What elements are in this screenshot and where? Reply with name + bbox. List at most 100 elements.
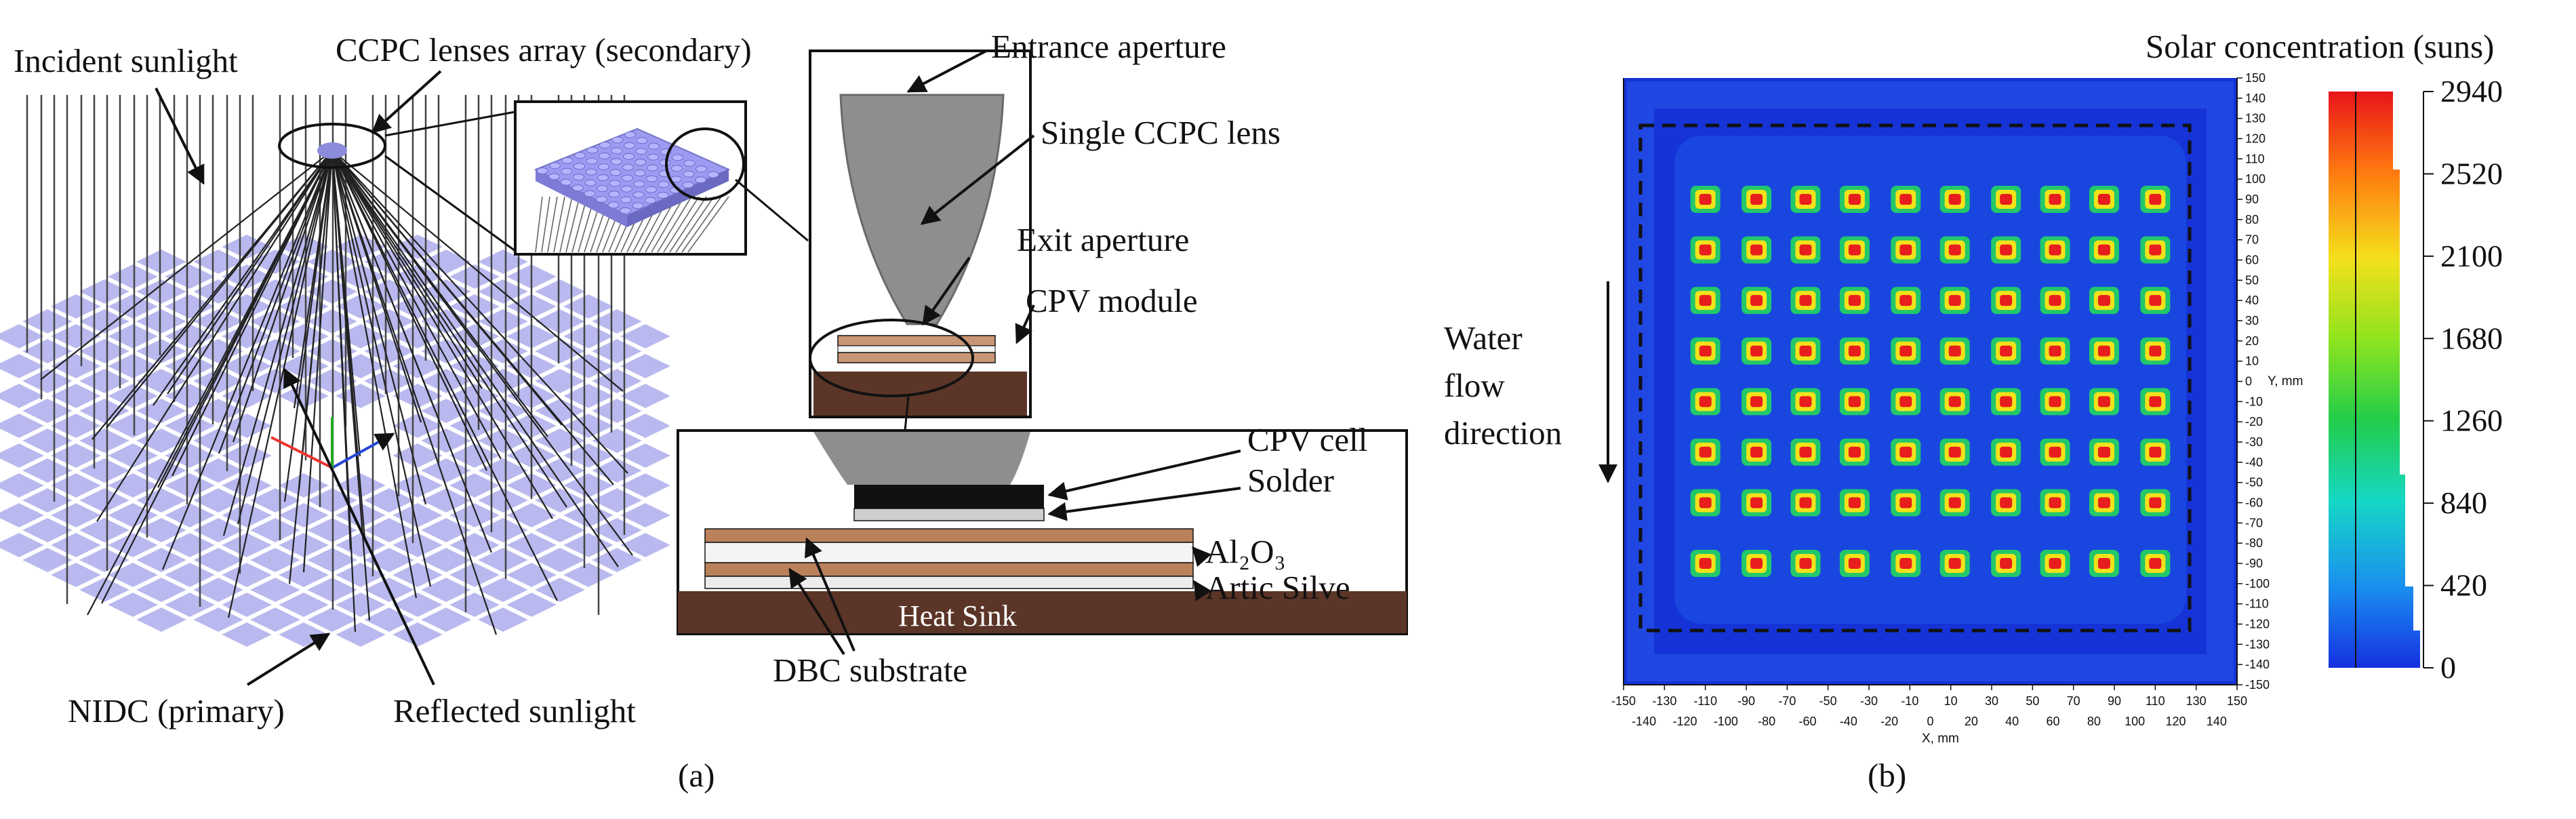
flux-spot-core (1848, 244, 1861, 256)
colorbar-tick-label: 1680 (2440, 321, 2503, 355)
mirror-tile (161, 501, 218, 530)
mirror-tile (161, 561, 218, 589)
colorbar-tick-label: 2100 (2440, 239, 2503, 273)
y-tick-label: 90 (2245, 193, 2259, 206)
reflected-ray (283, 150, 334, 502)
lens-cell (622, 163, 634, 171)
lens-cell (586, 157, 598, 165)
flux-spot-core (2097, 345, 2110, 357)
flux-spot-core (2097, 194, 2110, 205)
label-al2o3: Al₂O₃ (1205, 533, 1286, 570)
reflected-ray (331, 150, 628, 474)
y-tick-label: 10 (2245, 355, 2259, 368)
mirror-tile (218, 531, 275, 559)
mirror-tile (389, 382, 446, 410)
mirror-tile (19, 307, 76, 336)
y-tick-label: -80 (2245, 536, 2263, 550)
x-tick-label: -120 (1672, 715, 1697, 728)
water-label-1: Water (1444, 319, 1523, 357)
axes-triad-icon (270, 417, 395, 469)
x-tick-label: -110 (1693, 694, 1717, 708)
mirror-tile (0, 501, 47, 530)
mirror-tile (19, 546, 76, 574)
flux-spot-core (1699, 446, 1712, 458)
flux-spot-core (2149, 345, 2162, 357)
flux-spot-core (1750, 295, 1763, 306)
y-tick-label: -20 (2245, 415, 2263, 428)
lens-cell (659, 159, 671, 166)
flux-spot-core (2097, 497, 2110, 508)
mirror-tile (531, 367, 588, 395)
mirror-tile (531, 576, 588, 604)
mirror-tile (133, 546, 190, 574)
reflected-ray (331, 150, 614, 485)
colorbar-tick-label: 2520 (2440, 156, 2503, 191)
mirror-tile (418, 605, 475, 634)
y-tick-label: 100 (2245, 172, 2266, 186)
lens-cell (623, 153, 635, 160)
y-tick-label: 120 (2245, 132, 2266, 146)
flux-spot-core (1948, 194, 1961, 205)
mirror-tile (161, 292, 218, 321)
reflected-ray (96, 150, 333, 522)
flux-spot-core (2149, 497, 2162, 508)
mirror-tile (560, 531, 617, 559)
x-tick-label: 50 (2026, 694, 2039, 708)
reflected-ray (331, 150, 619, 567)
label-reflected-sunlight: Reflected sunlight (393, 692, 636, 730)
water-label-3: direction (1444, 414, 1562, 452)
colorbar-tick-label: 2940 (2440, 74, 2503, 108)
y-tick-label: 30 (2245, 314, 2259, 327)
x-tick-label: 130 (2186, 694, 2207, 708)
x-tick-label: 70 (2067, 694, 2080, 708)
heat-sink-block (678, 591, 1407, 633)
y-tick-label: 130 (2245, 112, 2266, 125)
lens-cell (632, 202, 644, 209)
mirror-tile (617, 471, 674, 500)
x-tick-label: -150 (1611, 694, 1636, 708)
flux-spot-core (2000, 244, 2013, 256)
lens-cell (696, 165, 707, 173)
flux-spot-core (1750, 345, 1763, 357)
lens-cell (548, 173, 560, 180)
mirror-tile (133, 516, 190, 544)
flux-spot-core (2149, 295, 2162, 306)
reflected-ray (232, 150, 334, 443)
mirror-tile (418, 576, 475, 604)
lens-cell (584, 179, 597, 186)
flux-spot-core (1799, 244, 1812, 256)
reflected-ray (331, 150, 418, 599)
mirror-tile (218, 501, 275, 530)
y-tick-label: 140 (2245, 92, 2266, 105)
mirror-tile (76, 516, 133, 544)
lens-cell (672, 154, 683, 161)
flux-spot-core (2000, 558, 2013, 569)
lens-cell (683, 159, 696, 167)
mirror-tile (503, 591, 560, 619)
flux-spot-core (2097, 446, 2110, 458)
reflected-ray (288, 150, 334, 584)
lens-cell (573, 163, 585, 170)
inset-ray (687, 196, 729, 253)
mirror-tile (332, 531, 389, 559)
y-tick-label: 110 (2245, 152, 2265, 165)
y-tick-label: -90 (2245, 557, 2263, 570)
inset-ray (559, 196, 573, 253)
flux-spot-core (1750, 446, 1763, 458)
inset-ray (669, 196, 707, 253)
y-tick-label: 80 (2245, 213, 2259, 226)
colorbar-tick-label: 0 (2440, 650, 2456, 685)
mirror-tile (475, 486, 531, 515)
y-tick-label: 60 (2245, 254, 2259, 267)
mirror-tile (161, 531, 218, 559)
flux-spot-core (1899, 446, 1912, 458)
x-tick-label: -90 (1737, 694, 1755, 708)
mirror-tile (76, 307, 133, 336)
reflected-ray (331, 150, 487, 471)
flux-spot-core (1799, 396, 1812, 407)
lens-cell (597, 174, 609, 181)
zoom-line-1 (384, 111, 516, 137)
mirror-tile (531, 486, 588, 515)
mirror-tile (617, 352, 674, 380)
